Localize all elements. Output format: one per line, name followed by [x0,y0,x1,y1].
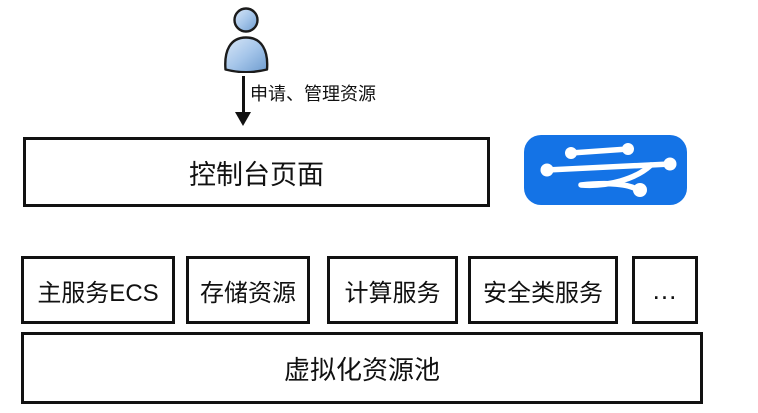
service-box-more-label: ... [652,274,678,305]
console-box: 控制台页面 [23,137,490,207]
down-arrow-head-icon [235,112,251,126]
service-box-security-label: 安全类服务 [483,279,603,307]
arrow-label: 申请、管理资源 [250,84,376,104]
cloud-yun-logo-icon [524,135,687,205]
pool-box: 虚拟化资源池 [21,332,703,404]
down-arrow-stem [242,76,245,113]
service-box-more: ... [632,256,698,324]
service-box-ecs-label: 主服务ECS [37,279,159,307]
pool-box-label: 虚拟化资源池 [283,354,440,385]
user-icon [224,7,269,73]
service-box-compute: 计算服务 [327,256,458,324]
console-box-label: 控制台页面 [189,159,324,190]
service-box-storage: 存储资源 [186,256,310,324]
service-box-storage-label: 存储资源 [200,279,296,307]
service-box-compute-label: 计算服务 [344,279,441,307]
service-box-ecs: 主服务ECS [21,256,175,324]
service-box-security: 安全类服务 [468,256,618,324]
